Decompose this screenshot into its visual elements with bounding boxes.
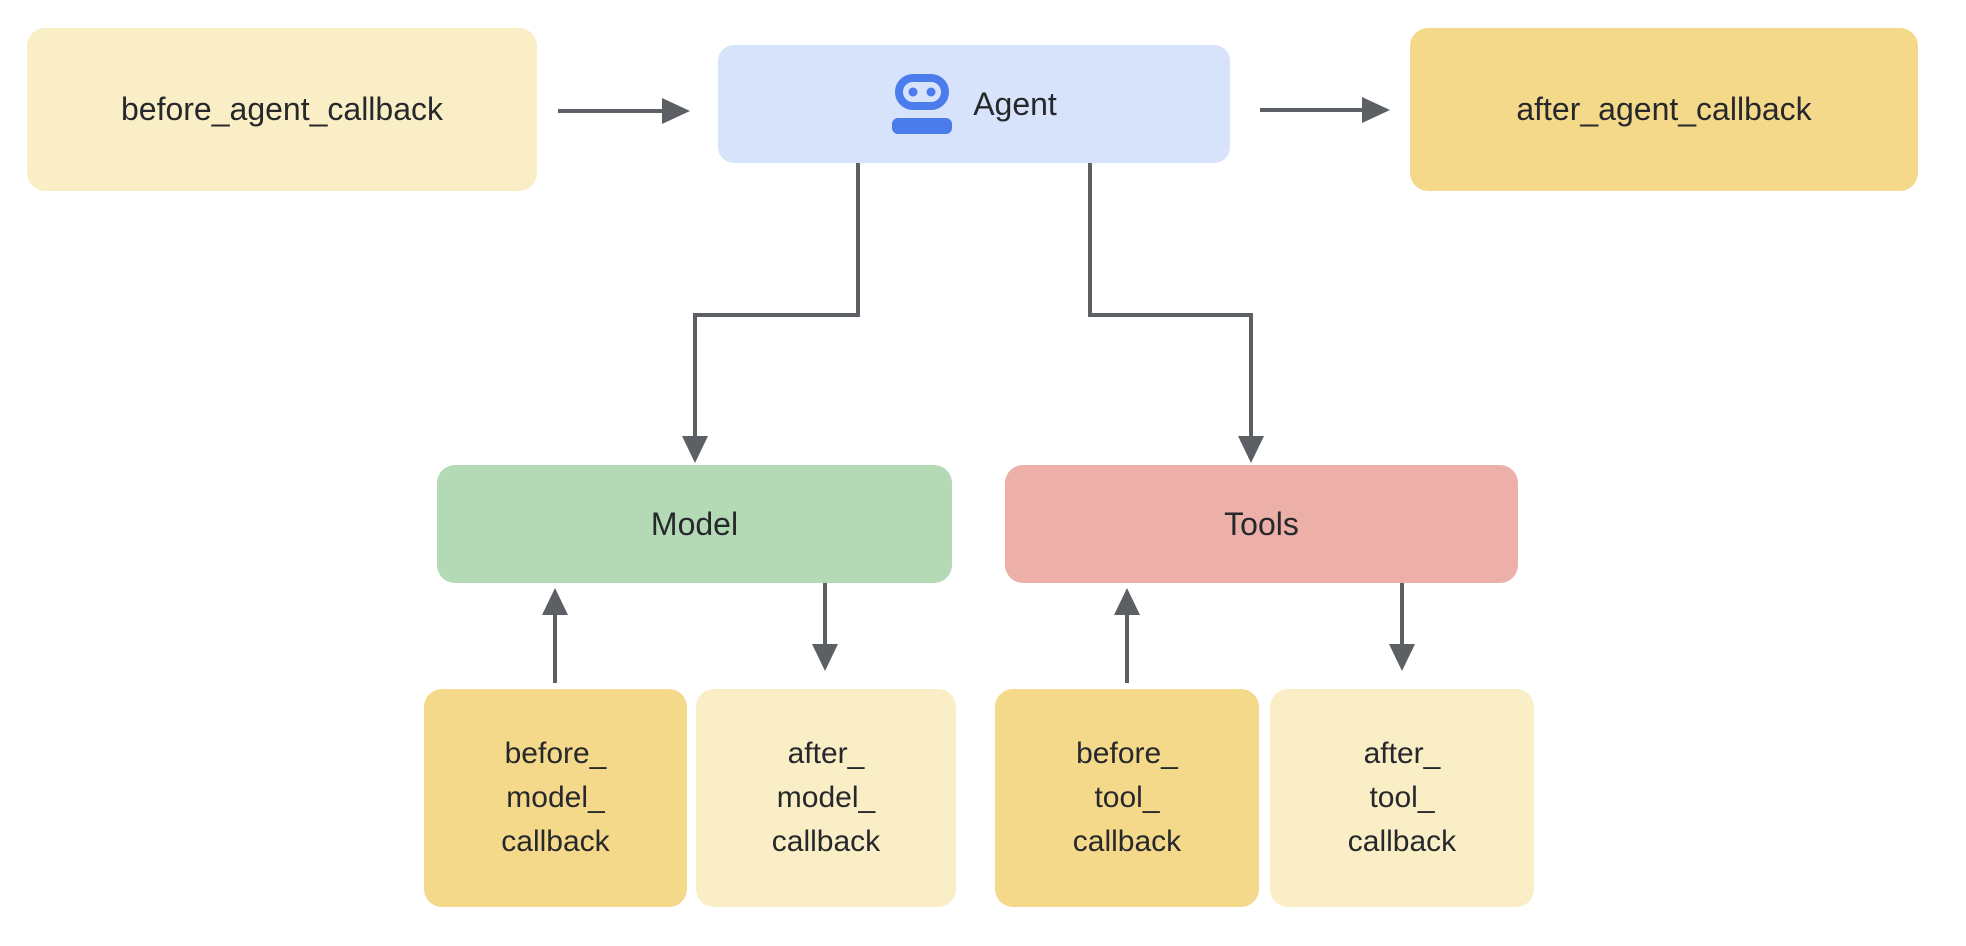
node-label: after_ tool_ callback [1347,737,1457,858]
node-before-tool-callback: before_ tool_ callback [995,689,1259,907]
node-after-tool-callback: after_ tool_ callback [1270,689,1534,907]
arrow-tools-to-after-tool [1389,583,1415,671]
node-label: Tools [1224,505,1299,542]
node-label: after_agent_callback [1516,91,1812,127]
node-label: before_ tool_ callback [1072,737,1182,858]
arrow-model-to-after-model [812,583,838,671]
node-tools: Tools [1005,465,1518,583]
arrow-agent-to-model [682,163,860,463]
arrow-agent-to-tools [1088,163,1264,463]
node-before-model-callback: before_ model_ callback [424,689,687,907]
node-label: Agent [973,85,1057,122]
node-model: Model [437,465,952,583]
node-after-model-callback: after_ model_ callback [696,689,956,907]
arrow-before-agent-to-agent [558,98,690,124]
arrow-before-model-to-model [542,588,568,683]
node-label: after_ model_ callback [771,737,881,858]
arrow-agent-to-after-agent [1260,97,1390,123]
robot-icon [892,74,953,134]
node-before-agent-callback: before_agent_callback [27,28,537,191]
node-label: before_ model_ callback [501,737,610,858]
node-label: Model [650,505,739,542]
node-label: before_agent_callback [120,91,443,127]
node-agent: Agent [718,45,1230,163]
arrow-before-tool-to-tools [1114,588,1140,683]
node-after-agent-callback: after_agent_callback [1410,28,1918,191]
